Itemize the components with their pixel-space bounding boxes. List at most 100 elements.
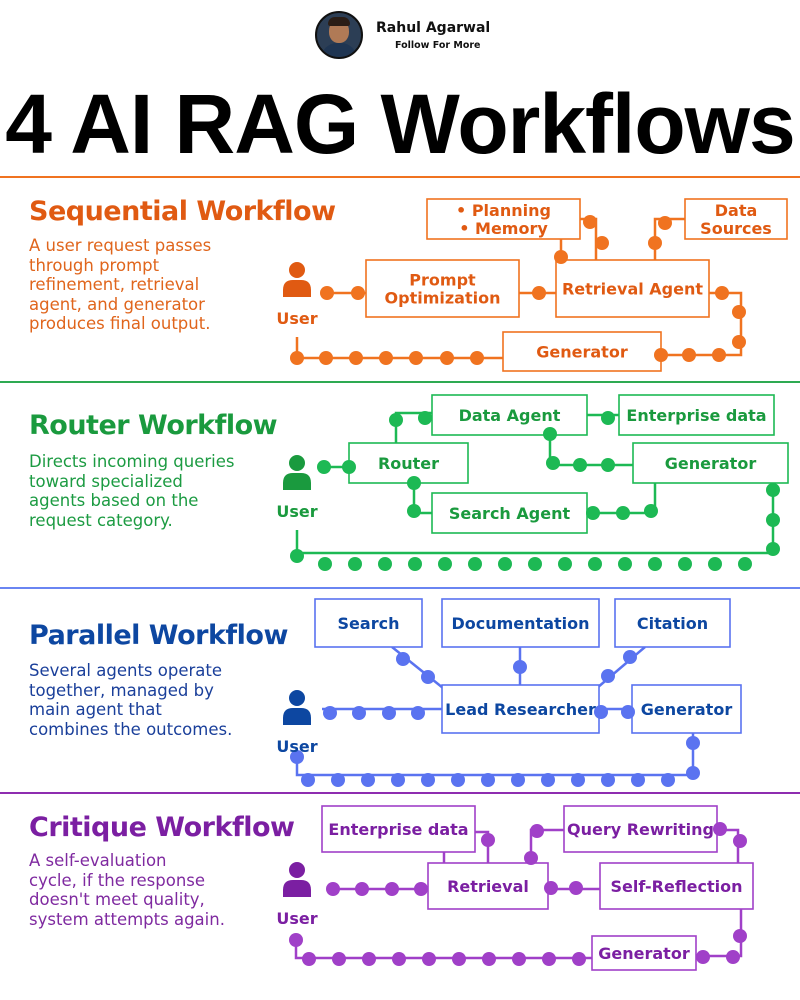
node-generator: Generator — [632, 442, 789, 484]
connector-dot — [644, 504, 658, 518]
connector-dot — [573, 458, 587, 472]
connector-dot — [546, 456, 560, 470]
header: Rahul Agarwal Follow For More — [0, 0, 800, 72]
node-generator: Generator — [631, 684, 742, 734]
connector-dot — [452, 952, 466, 966]
user-icon — [283, 455, 311, 490]
node-label: Data — [715, 201, 758, 220]
connector-dot — [318, 557, 332, 571]
author-name: Rahul Agarwal — [376, 20, 491, 36]
connector-dot — [317, 460, 331, 474]
node-documentation: Documentation — [441, 598, 600, 648]
node-generator: Generator — [502, 331, 662, 372]
connector-dot — [588, 557, 602, 571]
connector-dot — [623, 650, 637, 664]
node-label: Search — [338, 614, 400, 633]
connector-dot — [468, 557, 482, 571]
connector-dot — [542, 952, 556, 966]
node-box — [591, 935, 697, 971]
connector-dot — [586, 506, 600, 520]
divider-critique — [0, 792, 800, 794]
diagram-sequential: • Planning• MemoryDataSourcesPromptOptim… — [276, 198, 788, 372]
connector-dot — [696, 950, 710, 964]
user-icon — [283, 262, 311, 297]
connector-dot — [511, 773, 525, 787]
connector-dot — [302, 952, 316, 966]
connector-dot — [530, 824, 544, 838]
connector-dot — [290, 549, 304, 563]
connector-dot — [601, 773, 615, 787]
connector-dot — [732, 305, 746, 319]
node-label: Optimization — [385, 289, 501, 308]
connector-dot — [766, 483, 780, 497]
node-label: Router — [378, 454, 439, 473]
connector-dot — [391, 773, 405, 787]
node-box — [441, 598, 600, 648]
connector-dot — [713, 822, 727, 836]
node-query-rewriting: Query Rewriting — [563, 805, 718, 853]
connector-dot — [355, 882, 369, 896]
connector-dot — [440, 351, 454, 365]
connector-dot — [733, 929, 747, 943]
node-label: Lead Researcher — [445, 700, 596, 719]
connector-dot — [554, 250, 568, 264]
node-enterprise: Enterprise data — [321, 805, 476, 853]
node-label: • Planning — [456, 201, 551, 220]
connector-dot — [407, 504, 421, 518]
connector-dot — [379, 351, 393, 365]
user-icon — [283, 862, 311, 897]
node-label: Generator — [665, 454, 757, 473]
connector-dot — [733, 834, 747, 848]
connector-dot — [712, 348, 726, 362]
author-avatar — [315, 11, 363, 59]
connector-dot — [618, 557, 632, 571]
section-title-router: Router Workflow — [29, 410, 278, 441]
connector-dot — [392, 952, 406, 966]
connector-dot — [351, 286, 365, 300]
connector-dot — [319, 351, 333, 365]
connector-dot — [470, 351, 484, 365]
connector-dot — [569, 881, 583, 895]
connector-dot — [708, 557, 722, 571]
node-box — [365, 259, 520, 318]
connector-dot — [766, 542, 780, 556]
connector-dot — [601, 669, 615, 683]
follow-text: Follow For More — [395, 40, 481, 51]
connector-dot — [418, 411, 432, 425]
connector-dot — [332, 952, 346, 966]
node-box — [618, 394, 775, 436]
node-label: Documentation — [451, 614, 589, 633]
connector-dot — [541, 773, 555, 787]
connector-dot — [558, 557, 572, 571]
connector-dot — [686, 736, 700, 750]
node-retrieval: Retrieval — [427, 862, 549, 910]
node-box — [555, 259, 710, 318]
connector-dot — [326, 882, 340, 896]
connector-dot — [438, 557, 452, 571]
connector-dot — [686, 766, 700, 780]
connector-dot — [414, 882, 428, 896]
connector-dot — [715, 286, 729, 300]
connector-dot — [421, 670, 435, 684]
connector-dot — [352, 706, 366, 720]
connector-dot — [362, 952, 376, 966]
connector-dot — [513, 660, 527, 674]
node-box — [441, 684, 600, 734]
node-box — [502, 331, 662, 372]
connector-dot — [451, 773, 465, 787]
connector-dot — [409, 351, 423, 365]
connector-dot — [544, 881, 558, 895]
node-box — [426, 198, 581, 240]
connector-dot — [726, 950, 740, 964]
connector-dot — [631, 773, 645, 787]
user-label: User — [276, 309, 317, 328]
connector-dot — [481, 833, 495, 847]
user-icon — [283, 690, 311, 725]
connector-dot — [601, 458, 615, 472]
connector-dot — [583, 215, 597, 229]
node-label: Retrieval Agent — [562, 280, 703, 299]
connector-dot — [482, 952, 496, 966]
